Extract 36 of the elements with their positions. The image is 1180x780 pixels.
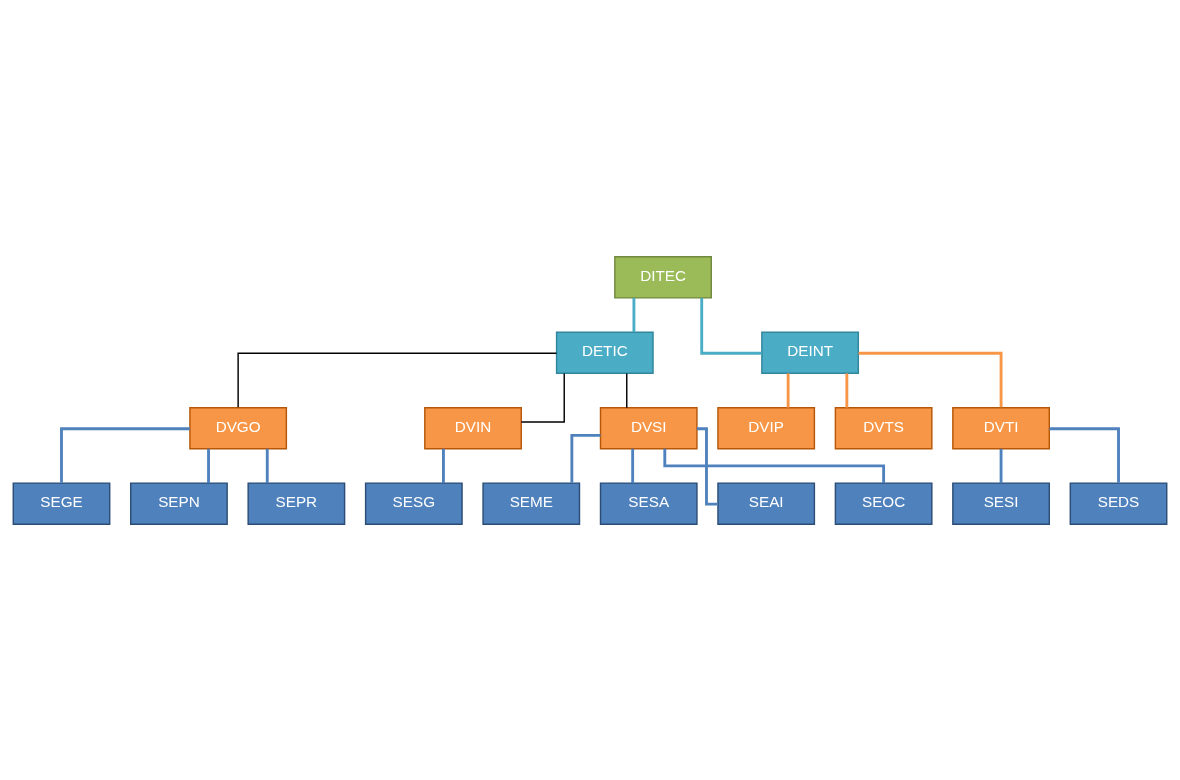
connector (631, 448, 635, 483)
connector (237, 352, 558, 408)
node-box: SEDS (1069, 481, 1168, 525)
connector (570, 433, 601, 483)
connector (60, 426, 190, 483)
connector (858, 351, 1003, 407)
connector (1049, 426, 1120, 483)
node-box: DVSI (599, 406, 698, 449)
connector (786, 372, 790, 408)
node-box: SEAI (717, 481, 816, 525)
node-box: SEME (482, 481, 581, 525)
connector (696, 426, 718, 506)
node-box: DVTS (834, 406, 933, 449)
connector (845, 372, 849, 408)
node-box: SEPR (247, 481, 346, 525)
connector (626, 372, 628, 408)
connector (265, 448, 269, 483)
node-box: DETIC (555, 331, 654, 374)
connector (207, 448, 210, 483)
connector (632, 297, 636, 332)
node-box: SEGE (12, 481, 111, 525)
node-box: SEOC (834, 481, 933, 525)
node-box: DVGO (189, 406, 288, 449)
connector (442, 448, 445, 483)
node-box: SESG (364, 481, 463, 525)
node-box: DITEC (614, 255, 712, 299)
node-box: SESA (599, 481, 698, 525)
node-box: DVIP (717, 406, 816, 449)
connector (999, 448, 1003, 483)
connector (700, 297, 762, 355)
connector (520, 372, 565, 423)
node-box: SESI (952, 481, 1050, 525)
node-box: SEPN (130, 481, 228, 525)
node-box: DVIN (424, 406, 522, 449)
node-box: DEINT (761, 331, 860, 374)
node-box: DVTI (952, 406, 1050, 449)
